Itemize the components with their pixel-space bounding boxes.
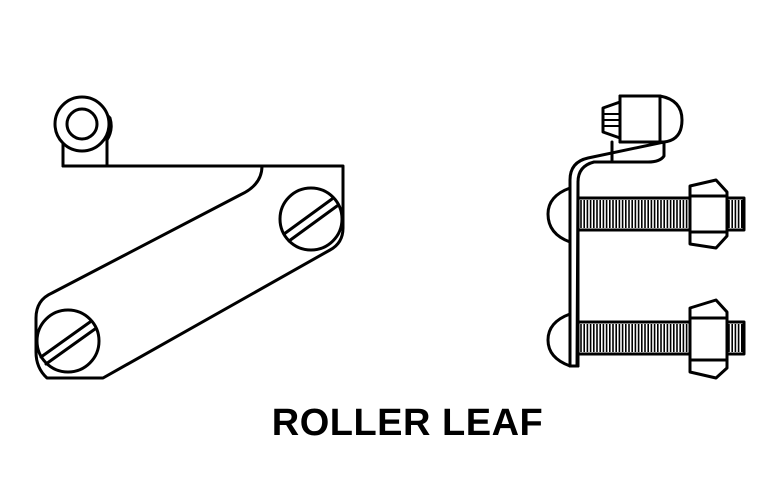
slotted-screw-upper bbox=[278, 186, 344, 252]
side-view bbox=[34, 95, 345, 380]
roller-outer bbox=[53, 95, 111, 153]
diagram-caption: ROLLER LEAF bbox=[271, 402, 544, 444]
front-view bbox=[546, 94, 746, 380]
hex-nut-lower bbox=[688, 298, 729, 380]
leaf-arm bbox=[34, 164, 345, 380]
slotted-screw-lower bbox=[35, 308, 101, 374]
roller-inner bbox=[65, 107, 99, 141]
roller-front bbox=[601, 94, 684, 144]
hex-nut-upper bbox=[688, 178, 729, 250]
bracket bbox=[568, 140, 666, 368]
